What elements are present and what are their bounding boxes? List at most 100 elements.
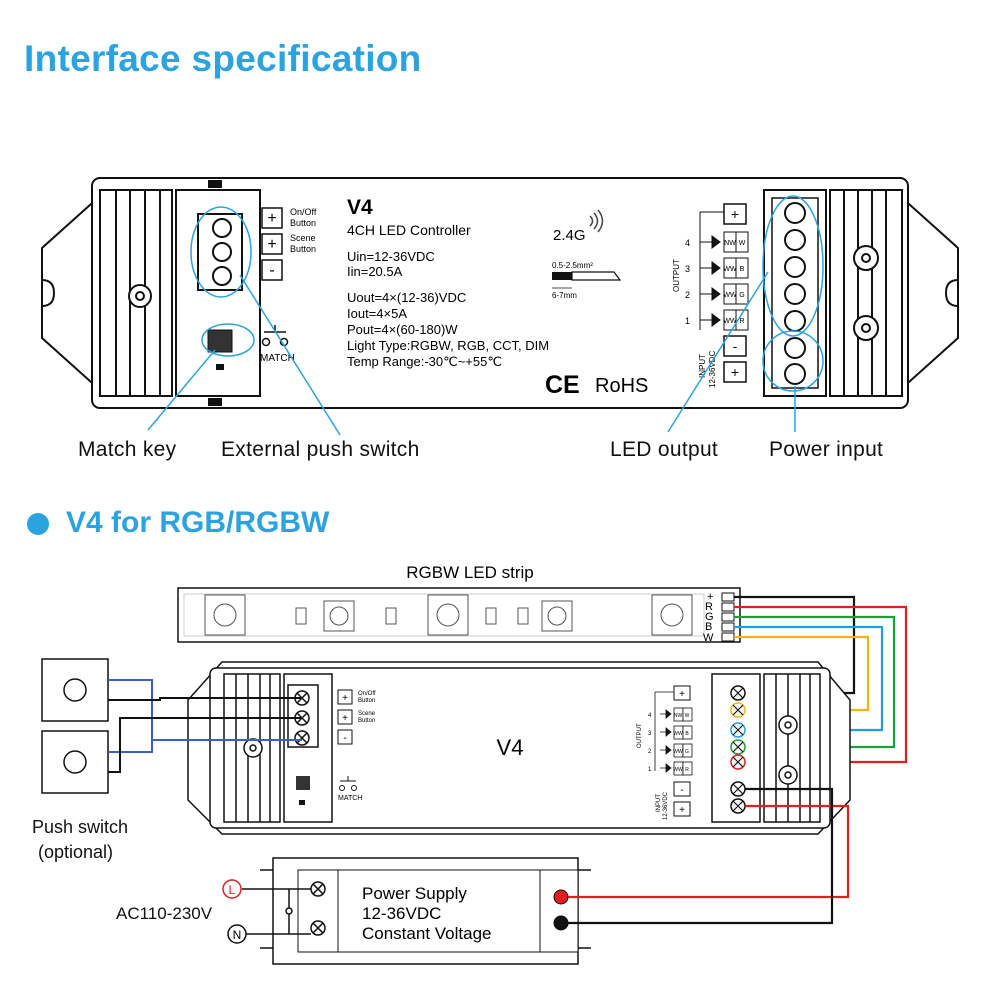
controller-model: V4 — [347, 196, 373, 219]
terminal-screws — [784, 202, 806, 385]
plus-glyph: + — [731, 206, 739, 222]
onoff-label-1: On/Off — [290, 207, 317, 217]
ps-negative-terminal — [553, 915, 569, 931]
svg-text:WW: WW — [723, 292, 737, 299]
callout-led-output: LED output — [610, 438, 719, 461]
push-switch-optional: (optional) — [38, 842, 114, 862]
svg-text:G: G — [739, 292, 744, 299]
svg-text:4: 4 — [648, 713, 652, 719]
svg-text:2: 2 — [685, 290, 690, 300]
svg-text:G: G — [705, 611, 714, 623]
controller-diagram: + + - On/Off Button Scene Button MATCH V… — [41, 177, 959, 436]
svg-text:Button: Button — [358, 698, 375, 704]
spec-light-type: Light Type:RGBW, RGB, CCT, DIM — [347, 338, 549, 353]
svg-text:1: 1 — [648, 767, 652, 773]
rf-label: 2.4G — [553, 227, 586, 244]
svg-text:+: + — [342, 713, 348, 724]
svg-text:2: 2 — [648, 749, 652, 755]
svg-text:3: 3 — [685, 264, 690, 274]
live-terminal-icon — [222, 879, 242, 899]
plus-glyph: + — [731, 364, 739, 380]
right-heatsink — [829, 189, 903, 397]
wire-strip-icon — [552, 271, 622, 289]
input-label-2: 12-36VDC — [708, 350, 717, 388]
page-title: Interface specification — [24, 38, 422, 79]
output-channel-2: 2 WW G — [685, 283, 749, 305]
svg-text:1: 1 — [685, 316, 690, 326]
svg-text:-: - — [680, 785, 683, 796]
svg-text:On/Off: On/Off — [358, 691, 376, 697]
scene-label-2: Button — [290, 244, 316, 254]
svg-text:MATCH: MATCH — [338, 795, 362, 802]
minus-glyph: - — [269, 262, 274, 279]
dc-wires — [568, 787, 850, 925]
wire-gauge: 0.5-2.5mm² — [552, 261, 593, 270]
neutral-terminal-icon — [227, 924, 247, 944]
ac-input-label: AC110-230V — [116, 904, 213, 923]
callout-power-input: Power input — [769, 438, 884, 461]
match-label: MATCH — [260, 353, 295, 364]
svg-text:WW: WW — [673, 731, 683, 737]
wireless-icon — [589, 209, 604, 233]
minus-glyph: - — [733, 338, 738, 354]
ps-line-2: 12-36VDC — [362, 904, 441, 923]
svg-text:INPUT: INPUT — [656, 794, 662, 812]
svg-text:G: G — [685, 749, 689, 755]
svg-text:W: W — [703, 632, 714, 644]
input-label-1: INPUT — [698, 354, 707, 378]
push-switch-label: Push switch — [32, 817, 129, 837]
svg-text:+: + — [679, 689, 685, 700]
strip-terminals — [721, 592, 735, 642]
right-heatsink — [763, 673, 821, 823]
svg-text:+: + — [707, 591, 713, 603]
wiring-diagram: RGBW LED strip + R G B W — [41, 563, 908, 965]
neutral-label: N — [233, 928, 242, 942]
spec-pout: Pout=4×(60-180)W — [347, 322, 458, 337]
svg-text:WW: WW — [723, 266, 737, 273]
svg-text:WW: WW — [673, 749, 683, 755]
svg-text:Button: Button — [358, 718, 375, 724]
svg-text:12-36VDC: 12-36VDC — [663, 791, 669, 820]
controller-subtitle: 4CH LED Controller — [347, 222, 471, 238]
output-label: OUTPUT — [672, 259, 681, 292]
spec-iin: Iin=20.5A — [347, 264, 403, 279]
output-channel-3: 3 WW B — [685, 257, 749, 279]
svg-text:W: W — [739, 240, 746, 247]
svg-text:B: B — [705, 621, 712, 633]
svg-text:4: 4 — [685, 238, 690, 248]
live-label: L — [229, 883, 236, 897]
push-switch — [41, 658, 109, 794]
strip-label: RGBW LED strip — [406, 563, 534, 582]
svg-text:NW: NW — [674, 713, 683, 719]
svg-text:WW: WW — [673, 767, 683, 773]
svg-text:R: R — [739, 318, 744, 325]
ps-line-1: Power Supply — [362, 884, 467, 903]
output-channel-4: 4 NW W — [685, 231, 749, 253]
svg-text:WW: WW — [723, 318, 737, 325]
left-heatsink — [223, 673, 281, 823]
spec-uout: Uout=4×(12-36)VDC — [347, 290, 466, 305]
ps-positive-terminal — [553, 889, 569, 905]
svg-text:-: - — [343, 733, 346, 744]
svg-text:+: + — [342, 693, 348, 704]
switch-wires — [108, 679, 302, 773]
spec-iout: Iout=4×5A — [347, 306, 407, 321]
callout-match-key: Match key — [78, 438, 177, 461]
svg-text:R: R — [685, 767, 689, 773]
spec-uin: Uin=12-36VDC — [347, 249, 435, 264]
ps-line-3: Constant Voltage — [362, 924, 491, 943]
output-channel-1: 1 WW R — [685, 309, 749, 331]
led-chip — [204, 594, 693, 636]
bullet-icon — [27, 513, 49, 535]
svg-text:+: + — [679, 805, 685, 816]
svg-text:R: R — [705, 601, 713, 613]
strip-length: 6-7mm — [552, 291, 577, 300]
spec-temp-range: Temp Range:-30℃~+55℃ — [347, 354, 502, 369]
svg-text:W: W — [685, 713, 690, 719]
controller-model-label: V4 — [497, 735, 524, 760]
svg-text:3: 3 — [648, 731, 652, 737]
callout-external-push-switch: External push switch — [221, 438, 420, 461]
svg-text:B: B — [685, 731, 689, 737]
svg-text:NW: NW — [724, 240, 736, 247]
left-heatsink — [99, 189, 173, 397]
